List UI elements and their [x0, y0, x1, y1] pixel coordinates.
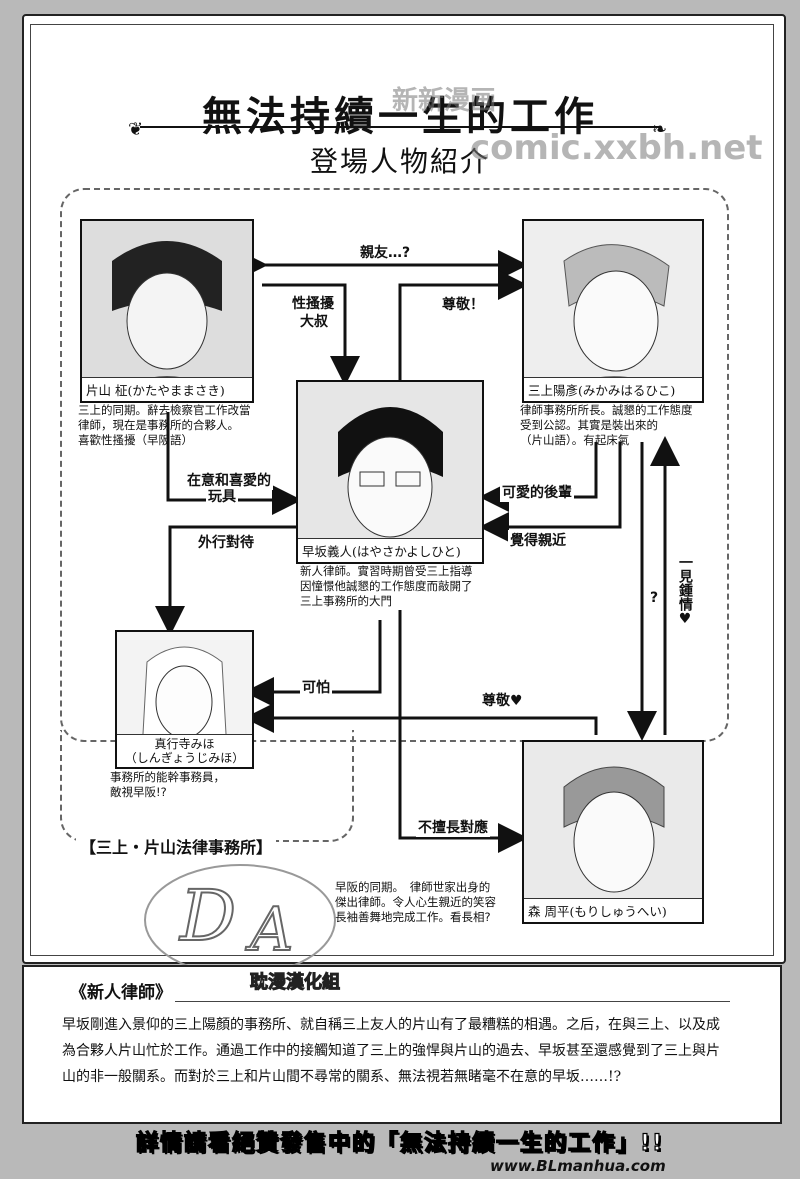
label-cute-junior: 可愛的後輩 — [500, 482, 574, 502]
label-feel-close: 覺得親近 — [508, 530, 568, 550]
label-care-2: 玩具 — [206, 486, 238, 506]
desc-katayama: 三上的同期。辭去檢察官工作改當 律師，現在是事務所的合夥人。 喜歡性搔擾（早阪語… — [78, 403, 251, 448]
label-respect-heart: 尊敬♥ — [480, 690, 525, 710]
synopsis-heading: 《新人律師》 — [70, 983, 172, 1003]
synopsis-body: 早坂剛進入景仰的三上陽顏的事務所、就自稱三上友人的片山有了最糟糕的相遇。之后，在… — [62, 1017, 720, 1085]
watermark-url: comic.xxbh.net — [470, 128, 763, 168]
label-uncle: 大叔 — [298, 311, 330, 331]
desc-line: 三上的同期。辭去檢察官工作改當 — [78, 403, 251, 417]
synopsis-rule — [175, 1001, 730, 1002]
desc-mikami: 律師事務所所長。誠懇的工作態度 受到公認。其實是裝出來的 （片山語）。有起床氣 — [520, 403, 693, 448]
name-mikami: 三上陽彥(みかみはるひこ) — [524, 377, 702, 401]
office-boundary — [60, 188, 729, 742]
ornament-right-icon: ❧ — [652, 119, 668, 140]
name-shingyouji-kana: （しんぎょうじみほ） — [124, 751, 245, 765]
office-name: 【三上・片山法律事務所】 — [76, 834, 277, 858]
group-logo-text: 耽漫漢化組 — [250, 972, 341, 994]
page-title: 無法持續一生的工作 — [202, 93, 598, 140]
label-harass: 性搔擾 — [290, 293, 336, 313]
desc-line: 傑出律師。令人心生親近的笑容 — [335, 895, 496, 909]
svg-text:D: D — [178, 875, 236, 957]
label-care-1: 在意和喜愛的 — [185, 470, 273, 490]
label-friend: 親友…? — [358, 242, 413, 262]
name-shingyouji-kanji: 真行寺みほ — [154, 737, 215, 751]
name-hayasaka: 早坂義人(はやさかよしひと) — [298, 538, 482, 562]
portrait-shingyouji: 真行寺みほ （しんぎょうじみほ） — [115, 630, 254, 769]
desc-line: 律師事務所所長。誠懇的工作態度 — [520, 403, 693, 417]
desc-line: 因憧憬他誠懇的工作態度而敲開了 — [300, 579, 473, 593]
portrait-mori: 森 周平(もりしゅうへい) — [522, 740, 704, 924]
desc-line: 新人律師。實習時期曾受三上指導 — [300, 564, 473, 578]
label-bad-handle: 不擅長對應 — [416, 817, 490, 837]
portrait-katayama: 片山 柾(かたやままさき) — [80, 219, 254, 403]
desc-mori: 早阪的同期。 律師世家出身的 傑出律師。令人心生親近的笑容 長袖善舞地完成工作。… — [335, 880, 496, 925]
desc-line: 喜歡性搔擾（早阪語） — [78, 433, 193, 447]
promo-banner: 詳情請看絕贊發售中的「無法持續一生的工作」!! — [135, 1130, 665, 1156]
desc-line: 三上事務所的大門 — [300, 594, 392, 608]
desc-line: （片山語）。有起床氣 — [520, 433, 630, 447]
portrait-hayasaka: 早坂義人(はやさかよしひと) — [296, 380, 484, 564]
desc-shingyouji: 事務所的能幹事務員， 敵視早阪!? — [110, 770, 225, 800]
label-scary: 可怕 — [300, 677, 332, 697]
label-love-first: 一見鍾情♥ — [675, 555, 695, 627]
relation-arrows — [155, 250, 680, 853]
desc-line: 長袖善舞地完成工作。看長相? — [335, 910, 491, 924]
group-logo-icon: D A — [144, 864, 336, 976]
portrait-mikami: 三上陽彥(みかみはるひこ) — [522, 219, 704, 403]
svg-text:A: A — [245, 895, 293, 965]
inner-frame — [30, 24, 774, 956]
page-subtitle: 登場人物紹介 — [309, 145, 490, 178]
watermark-cn: 新新漫画 — [392, 86, 497, 116]
name-mori: 森 周平(もりしゅうへい) — [524, 898, 702, 922]
site-url: www.BLmanhua.com — [490, 1157, 666, 1175]
label-question: ? — [648, 590, 661, 606]
desc-line: 受到公認。其實是裝出來的 — [520, 418, 658, 432]
desc-hayasaka: 新人律師。實習時期曾受三上指導 因憧憬他誠懇的工作態度而敲開了 三上事務所的大門 — [300, 564, 473, 609]
name-shingyouji: 真行寺みほ （しんぎょうじみほ） — [117, 734, 252, 767]
name-katayama: 片山 柾(かたやままさき) — [82, 377, 252, 401]
title-rule — [140, 126, 660, 128]
synopsis-panel — [22, 965, 782, 1124]
desc-line: 敵視早阪!? — [110, 785, 167, 799]
desc-line: 早阪的同期。 律師世家出身的 — [335, 880, 491, 894]
label-respect: 尊敬！ — [440, 294, 486, 314]
desc-line: 律師，現在是事務所的合夥人。 — [78, 418, 239, 432]
desc-line: 事務所的能幹事務員， — [110, 770, 225, 784]
ornament-left-icon: ❦ — [128, 119, 144, 140]
label-outsider: 外行對待 — [196, 532, 256, 552]
